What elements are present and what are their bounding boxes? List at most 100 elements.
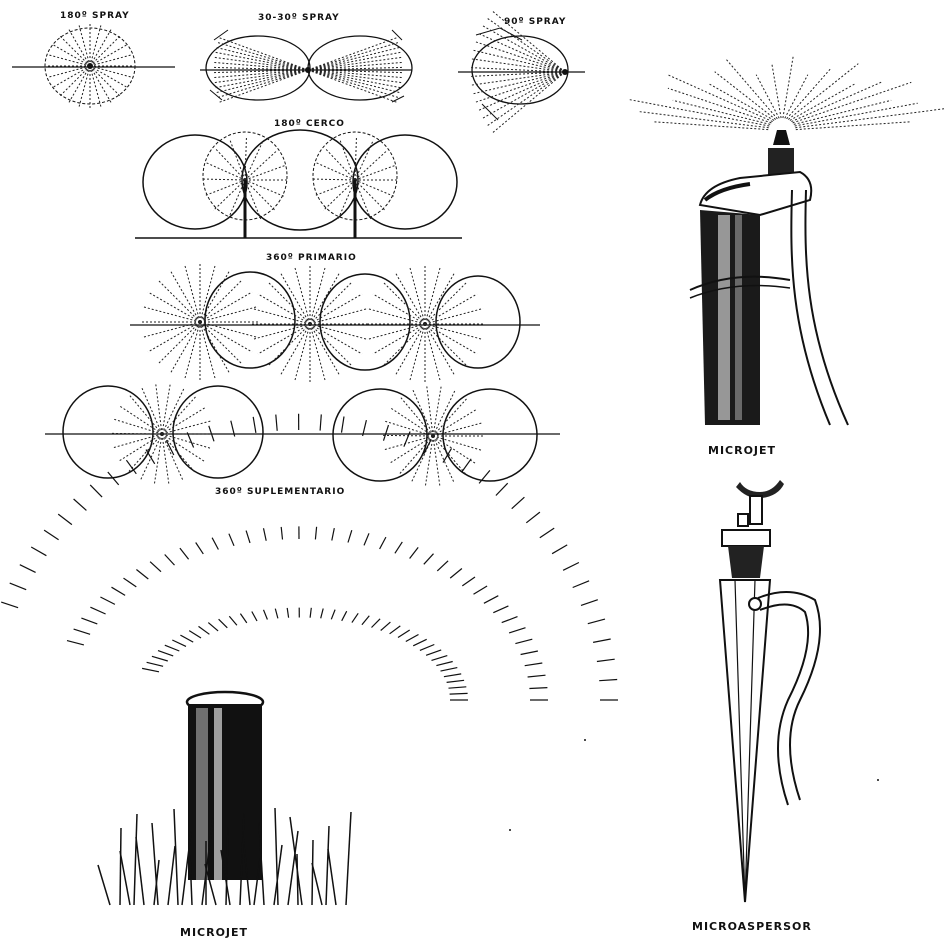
spray-stroke	[44, 530, 59, 540]
grass-blade	[312, 863, 322, 905]
spray-stroke	[342, 417, 345, 433]
spray-stroke	[348, 530, 352, 542]
spray-ray	[308, 38, 397, 71]
spray-stroke	[315, 527, 316, 540]
spray-ray	[355, 180, 386, 211]
label-primary-360: 360º PRIMARIO	[266, 253, 357, 263]
spray-stroke	[441, 668, 458, 672]
spray-ray	[219, 70, 308, 103]
spray-ray	[308, 70, 399, 98]
spray-ray	[310, 324, 368, 340]
spray-stroke	[352, 613, 358, 622]
grass-blade	[290, 817, 302, 905]
spray-stroke	[420, 645, 434, 651]
spray-stroke	[187, 432, 193, 447]
spray-stroke	[90, 607, 105, 614]
spray-stroke	[180, 548, 189, 559]
spray-stroke	[432, 656, 448, 661]
spray-stroke	[146, 450, 155, 464]
spray-stroke	[462, 577, 475, 586]
spray-ray	[355, 165, 396, 180]
spray-ray	[162, 421, 210, 434]
spray-stroke	[67, 641, 84, 645]
spray-stroke	[10, 583, 27, 590]
spray-stroke	[287, 608, 288, 618]
spray-ray	[727, 60, 778, 119]
spray-stroke	[264, 528, 267, 541]
circle-180-pattern	[135, 130, 462, 238]
spray-stroke	[380, 537, 386, 549]
spray-ray	[217, 42, 308, 70]
spray-ray	[216, 70, 308, 93]
spray-ray	[200, 322, 258, 338]
spray-stroke	[100, 597, 115, 604]
spray-stroke	[90, 485, 102, 497]
spray-ray	[217, 70, 308, 98]
supplementary-360-pattern	[45, 384, 560, 485]
grass-blade	[120, 828, 121, 905]
spray-ray	[311, 179, 355, 180]
label-circle-180: 180º CERCO	[274, 119, 345, 129]
spray-ray	[475, 42, 565, 72]
spray-ray	[788, 64, 858, 120]
spray-stroke	[240, 614, 246, 623]
spray-stroke	[588, 619, 605, 624]
spray-ray	[295, 324, 311, 382]
spray-stroke	[398, 630, 410, 638]
spray-stroke	[58, 514, 72, 525]
spray-ray	[245, 180, 276, 211]
spray-ray	[219, 38, 308, 71]
spray-stroke	[229, 616, 237, 625]
spray-stroke	[552, 545, 567, 554]
spray-180-pattern	[12, 24, 175, 108]
spray-ray	[245, 165, 286, 180]
spray-stroke	[449, 687, 467, 688]
spray-ray	[215, 52, 308, 70]
spray-stroke	[180, 635, 193, 642]
spray-30-30-pattern	[200, 30, 412, 103]
spray-stroke	[152, 656, 168, 661]
spray-ray	[142, 322, 200, 338]
spray-ray	[114, 434, 162, 448]
spray-stroke	[410, 547, 419, 558]
spray-stroke	[219, 619, 228, 628]
spray-stroke	[142, 668, 159, 671]
spray-stroke	[212, 538, 218, 550]
spray-ray	[130, 396, 162, 434]
spray-stroke	[395, 542, 402, 553]
spray-stroke	[525, 663, 543, 666]
spray-stroke	[276, 415, 277, 431]
grass-blade	[168, 846, 175, 905]
spray-ray	[310, 324, 326, 382]
spray-ray	[308, 62, 403, 70]
spray-stroke	[331, 610, 335, 620]
spray-stroke	[112, 587, 126, 595]
spray-ray	[433, 410, 476, 436]
spray-stroke	[189, 631, 201, 638]
spray-ray	[215, 148, 245, 180]
spray-ray	[715, 72, 776, 120]
spray-stroke	[450, 693, 468, 694]
spray-stroke	[597, 659, 615, 661]
grass-blade	[136, 837, 144, 905]
spray-stroke	[381, 622, 391, 630]
spray-stroke	[581, 600, 598, 606]
spray-ray	[783, 56, 793, 118]
spray-stroke	[252, 612, 257, 622]
spray-stroke	[31, 547, 46, 556]
spray-ray	[120, 406, 162, 434]
spray-stroke	[540, 528, 554, 538]
spray-ray	[478, 72, 565, 111]
spray-ray	[308, 70, 401, 88]
label-spray-180: 180º SPRAY	[60, 11, 130, 21]
spray-stroke	[20, 565, 36, 573]
spray-ray	[204, 180, 245, 196]
spray-ray	[120, 434, 162, 461]
spray-stroke	[484, 596, 498, 604]
spray-ray	[791, 82, 882, 122]
spray-ray	[482, 26, 565, 73]
spray-ray	[401, 398, 433, 436]
spray-ray	[425, 266, 441, 324]
spray-stroke	[444, 674, 461, 677]
